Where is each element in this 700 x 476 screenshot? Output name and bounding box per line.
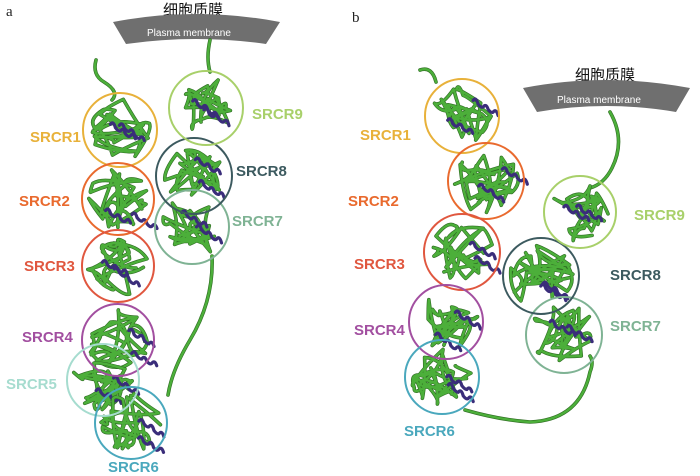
panel-a-n-terminal-linker bbox=[93, 58, 116, 102]
panel-a-long-linker bbox=[166, 254, 214, 397]
panel-a-label-srcr5: SRCR5 bbox=[6, 376, 57, 393]
panel-a-srcr2-helix bbox=[104, 207, 133, 225]
panel-b-srcr1-helix bbox=[471, 97, 500, 118]
panel-a-srcr3-circle bbox=[81, 229, 155, 303]
panel-a-srcr3-helix bbox=[100, 259, 129, 277]
panel-b-label-srcr2: SRCR2 bbox=[348, 193, 399, 210]
panel-b-srcr3-backbone bbox=[432, 223, 494, 280]
panel-a-srcr5-helix bbox=[112, 375, 141, 396]
panel-a-srcr6-circle bbox=[94, 386, 168, 460]
panel-b-srcr6-helix bbox=[446, 381, 475, 404]
panel-a-srcr6-helix bbox=[136, 435, 166, 454]
panel-a-srcr7-circle bbox=[154, 189, 230, 265]
panel-a-srcr5-circle bbox=[66, 343, 140, 417]
panel-a-membrane-shape bbox=[113, 14, 280, 44]
panel-b-membrane-shape bbox=[523, 80, 690, 112]
panel-a-label-srcr4: SRCR4 bbox=[22, 329, 74, 346]
panel-b-label-srcr7: SRCR7 bbox=[610, 318, 661, 335]
domain-circles bbox=[66, 70, 617, 460]
panel-b-srcr1-helix bbox=[446, 117, 475, 135]
panel-b-srcr2-helix bbox=[477, 182, 506, 204]
panel-a-srcr2-helix bbox=[130, 211, 159, 231]
panel-a-srcr8-helix bbox=[193, 156, 222, 176]
panel-a-srcr1-backbone bbox=[91, 98, 152, 158]
panel-a-srcr9-circle bbox=[168, 70, 244, 146]
panel-b-srcr7-backbone bbox=[533, 306, 592, 362]
panel-a-srcr4-helix bbox=[130, 350, 159, 368]
panel-a-label-srcr6: SRCR6 bbox=[108, 459, 159, 476]
panel-b-srcr7-helix bbox=[548, 318, 577, 338]
panel-b-membrane-label-en: Plasma membrane bbox=[557, 95, 641, 106]
panel-a-membrane-label-en: Plasma membrane bbox=[147, 28, 231, 39]
panel-a-srcr9-backbone bbox=[184, 78, 232, 131]
panel-b-srcr6-backbone bbox=[411, 348, 473, 406]
panel-b-srcr9-helix bbox=[575, 203, 604, 223]
panel-b-label-srcr8: SRCR8 bbox=[610, 267, 661, 284]
panel-b-srcr9-backbone bbox=[552, 184, 610, 242]
panel-b-srcr8-circle bbox=[502, 237, 580, 315]
panel-a-srcr2-backbone bbox=[87, 168, 148, 229]
panel-b-srcr2-circle bbox=[447, 142, 525, 220]
panel-a-srcr9-helix bbox=[191, 98, 220, 120]
panel-b-label-srcr3: SRCR3 bbox=[354, 256, 405, 273]
panel-a-label-srcr2: SRCR2 bbox=[19, 193, 70, 210]
panel-a-label-srcr8: SRCR8 bbox=[236, 163, 287, 180]
panel-a-srcr4-backbone bbox=[89, 308, 149, 369]
panel-b-srcr6-circle bbox=[404, 339, 480, 415]
panel-b-srcr9-circle bbox=[543, 175, 617, 249]
panel-a-srcr6-backbone bbox=[99, 392, 162, 451]
protein-structures bbox=[72, 38, 621, 454]
panel-a-membrane-linker bbox=[206, 38, 212, 74]
panel-b-srcr2-backbone bbox=[453, 154, 520, 214]
panel-b-n-terminal-linker bbox=[418, 68, 438, 84]
panel-a-letter: a bbox=[6, 4, 13, 20]
panel-a-srcr2-circle bbox=[81, 162, 155, 236]
panel-b-srcr1-circle bbox=[424, 78, 500, 154]
panel-b-srcr7-circle bbox=[525, 296, 603, 374]
panel-a-srcr8-helix bbox=[197, 179, 226, 200]
panel-b-srcr4-circle bbox=[408, 284, 484, 360]
panel-b-srcr9-helix bbox=[562, 203, 591, 223]
panel-b-srcr7-helix bbox=[565, 323, 594, 344]
panel-a-srcr1-helix bbox=[117, 122, 146, 143]
panel-b-srcr4-helix bbox=[453, 309, 482, 331]
panel-b-srcr3-helix bbox=[468, 240, 497, 261]
panel-a-srcr1-helix bbox=[108, 121, 137, 141]
panel-b-letter: b bbox=[352, 10, 360, 26]
panel-b-srcr8-helix bbox=[541, 280, 570, 301]
panel-b-membrane-label-zh: 细胞质膜 bbox=[575, 66, 635, 84]
panel-b-label-srcr4: SRCR4 bbox=[354, 322, 406, 339]
panel-b-label-srcr9: SRCR9 bbox=[634, 207, 685, 224]
panel-b-srcr1-backbone bbox=[433, 85, 493, 142]
panel-a-label-srcr7: SRCR7 bbox=[232, 213, 283, 230]
panel-a-srcr6-helix bbox=[137, 418, 166, 439]
panel-a-srcr3-helix bbox=[112, 266, 141, 288]
panel-b-long-linker-shadow bbox=[463, 354, 594, 424]
panel-a-srcr7-helix bbox=[194, 223, 224, 245]
panel-b-srcr8-backbone bbox=[509, 244, 575, 303]
panel-b-srcr3-circle bbox=[423, 213, 501, 291]
panel-a-label-srcr1: SRCR1 bbox=[30, 129, 81, 146]
panel-b-srcr6-helix bbox=[445, 373, 474, 394]
panel-b-long-linker bbox=[463, 354, 594, 424]
panel-a-label-srcr3: SRCR3 bbox=[24, 258, 75, 275]
panel-a-srcr4-helix bbox=[127, 327, 156, 349]
panel-a-srcr1-circle bbox=[82, 92, 158, 168]
panel-b-label-srcr1: SRCR1 bbox=[360, 127, 411, 144]
panel-a-membrane: 细胞质膜 Plasma membrane bbox=[113, 1, 280, 44]
panel-a-srcr4-circle bbox=[81, 303, 155, 377]
panel-b-membrane: 细胞质膜 Plasma membrane bbox=[523, 66, 690, 112]
panel-a-label-srcr9: SRCR9 bbox=[252, 106, 303, 123]
panel-b-label-srcr6: SRCR6 bbox=[404, 423, 455, 440]
panel-b-membrane-linker bbox=[588, 110, 620, 190]
panel-b-srcr2-helix bbox=[500, 166, 529, 186]
panel-a-srcr8-circle bbox=[155, 137, 233, 215]
